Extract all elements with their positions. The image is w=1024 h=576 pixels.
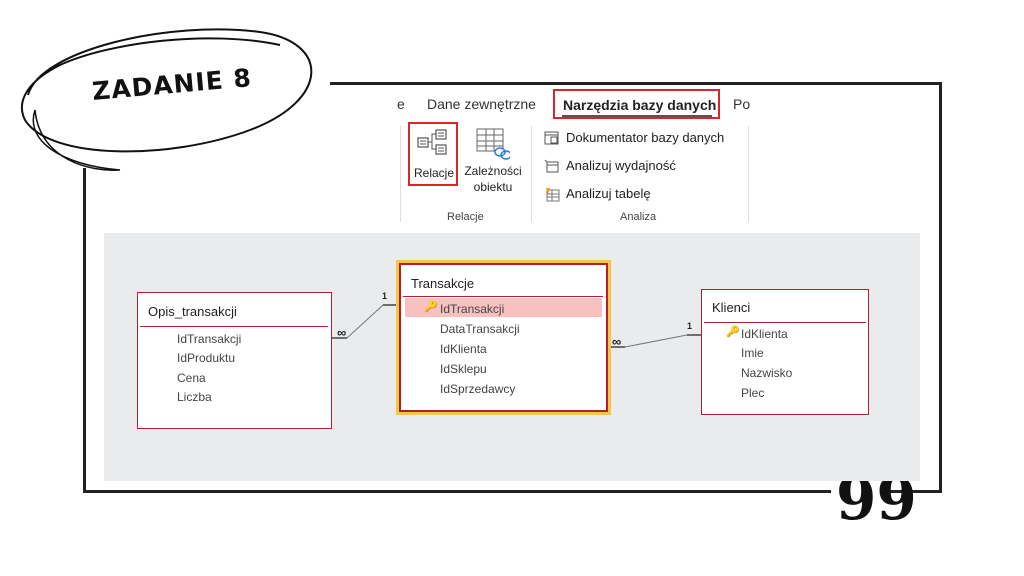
field-item[interactable]: Imie: [741, 346, 764, 360]
tab-partial-left[interactable]: e: [397, 96, 405, 112]
primary-key-icon: 🔑: [424, 301, 438, 313]
object-dependencies-label-line1: Zależności: [464, 164, 522, 178]
table-transakcje[interactable]: Transakcje 🔑 IdTransakcji DataTransakcji…: [399, 263, 608, 412]
table-divider: [704, 322, 866, 323]
object-dependencies-label-line2: obiektu: [473, 180, 513, 194]
analyze-table-label: Analizuj tabelę: [566, 186, 651, 201]
frame-top-border: [330, 82, 942, 85]
field-item-primary-key[interactable]: IdKlienta: [741, 327, 788, 341]
group-label-analysis: Analiza: [620, 211, 657, 223]
title-bubble: [20, 28, 313, 171]
object-dependencies-icon: [476, 128, 510, 160]
object-dependencies-button[interactable]: Zależności obiektu: [460, 124, 526, 200]
analyze-table-icon: [546, 188, 560, 202]
tab-database-tools-label: Narzędzia bazy danych: [563, 97, 717, 113]
table-selection-outline: [396, 260, 611, 415]
analyze-performance-label: Analizuj wydajność: [566, 158, 676, 173]
field-item-primary-key[interactable]: IdTransakcji: [440, 302, 505, 316]
field-item[interactable]: IdSprzedawcy: [440, 382, 516, 396]
table-klienci[interactable]: Klienci 🔑 IdKlienta Imie Nazwisko Plec: [701, 289, 869, 415]
table-title: Klienci: [712, 300, 751, 315]
frame-left-border: [83, 168, 86, 493]
documenter-icon: [544, 131, 559, 145]
group-separator-left: [400, 126, 401, 222]
relationship-one-label: 1: [382, 291, 388, 301]
ribbon: [395, 90, 755, 226]
field-item[interactable]: IdTransakcji: [177, 332, 242, 346]
table-title: Transakcje: [411, 276, 475, 291]
tab-database-tools[interactable]: Narzędzia bazy danych: [553, 89, 720, 119]
relationship-line-transakcje-klienci: [609, 334, 701, 348]
tab-partial-right[interactable]: Po: [733, 96, 751, 112]
group-separator: [531, 126, 532, 222]
table-divider: [403, 296, 603, 297]
field-item[interactable]: Plec: [741, 386, 765, 400]
field-item[interactable]: Liczba: [177, 390, 212, 404]
field-item[interactable]: Nazwisko: [741, 366, 793, 380]
field-item[interactable]: DataTransakcji: [440, 322, 520, 336]
relationship-line-opis-transakcje: [332, 304, 398, 339]
relationship-one-label-2: 1: [687, 321, 693, 331]
field-item[interactable]: IdSklepu: [440, 362, 487, 376]
field-item[interactable]: Cena: [177, 371, 206, 385]
frame-bottom-border: [83, 490, 831, 493]
database-documenter-label: Dokumentator bazy danych: [566, 130, 725, 145]
relationship-many-label: ∞: [337, 325, 347, 340]
active-tab-underline: [562, 115, 712, 117]
relationships-icon: [417, 129, 447, 155]
table-title: Opis_transakcji: [148, 304, 237, 319]
group-separator-right: [748, 126, 749, 222]
relationships-button[interactable]: Relacje: [408, 122, 458, 186]
performance-icon: [544, 159, 559, 173]
table-divider: [140, 326, 328, 327]
frame-right-border: [939, 82, 942, 493]
group-label-relationships: Relacje: [447, 211, 484, 223]
field-item[interactable]: IdKlienta: [440, 342, 487, 356]
relationships-button-label: Relacje: [413, 166, 455, 180]
frame-bottom-border-right: [884, 490, 942, 493]
relationship-many-label-2: ∞: [612, 334, 622, 349]
field-item[interactable]: IdProduktu: [177, 351, 236, 365]
selected-field-highlight: [405, 298, 602, 317]
table-opis-transakcji[interactable]: Opis_transakcji IdTransakcji IdProduktu …: [137, 292, 332, 429]
tab-external-data[interactable]: Dane zewnętrzne: [427, 96, 536, 112]
primary-key-icon: 🔑: [726, 326, 740, 338]
